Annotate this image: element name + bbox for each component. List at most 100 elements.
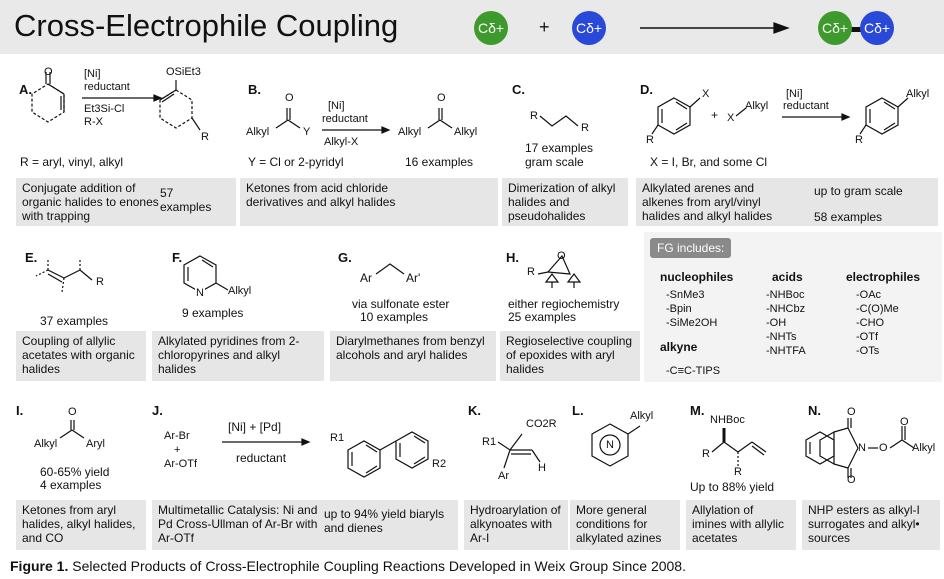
j-arrow-icon (222, 438, 311, 446)
e-caption-box: Coupling of allylic acetates with organi… (16, 331, 146, 381)
m-amine-icon (711, 428, 767, 466)
c-line1: 17 examples (525, 141, 594, 155)
c-r1: R (530, 110, 538, 122)
fg-nucleophiles-list: -SnMe3 -Bpin -SiMe2OH (666, 288, 717, 330)
fg-acid: -NHTs (766, 331, 797, 343)
panel-e-label: E. (25, 250, 38, 265)
fg-alkyne-head: alkyne (660, 340, 698, 354)
i-caption-box: Ketones from aryl halides, alkyl halides… (16, 500, 146, 550)
c-chain-icon (539, 115, 579, 127)
g-ar2: Ar' (406, 271, 421, 285)
fg-electrophile: -OTf (856, 331, 878, 343)
m-r2: R (734, 466, 742, 478)
i-ketone-icon (59, 420, 85, 439)
f-caption-box: Alkylated pyridines from 2-chloropyrines… (152, 331, 324, 381)
j-caption-box: Multimetallic Catalysis: Ni and Pd Cross… (152, 500, 458, 550)
g-caption-box: Diarylmethanes from benzyl alcohols and … (330, 331, 496, 381)
k-co2r: CO2R (526, 418, 557, 430)
d-x-alkyl: X (727, 112, 735, 124)
fg-electrophile: -OAc (856, 289, 882, 301)
d-reagent-ni: [Ni] (786, 88, 803, 100)
b-arrow-icon (322, 126, 391, 134)
l-alkyl: Alkyl (630, 410, 654, 422)
j-r2: R2 (432, 458, 447, 470)
e-r: R (96, 276, 104, 288)
fg-electrophiles-list: -OAc -C(O)Me -CHO -OTf -OTs (856, 288, 899, 358)
h-epoxide-icon (537, 254, 582, 288)
n-o2: O (847, 474, 856, 486)
d-caption: Alkylated arenes and alkenes from aryl/v… (642, 181, 773, 223)
a-caption-box: Conjugate addition of organic halides to… (16, 178, 236, 226)
b-caption-box: Ketones from acid chloride derivatives a… (240, 178, 498, 226)
a-reagent-reductant: reductant (84, 81, 130, 93)
j-reagent1: [Ni] + [Pd] (228, 420, 282, 434)
l-azine-icon (591, 423, 641, 467)
c-caption: Dimerization of alkyl halides and pseudo… (508, 181, 616, 223)
a-product-r: R (201, 131, 209, 143)
b-carbonyl-icon (275, 108, 301, 129)
f-alkyl: Alkyl (228, 285, 252, 297)
fg-electrophile: -C(O)Me (856, 303, 899, 315)
a-reagent-ni: [Ni] (84, 68, 101, 80)
h-line2: 25 examples (508, 310, 577, 324)
b-caption: Ketones from acid chloride derivatives a… (246, 181, 396, 209)
b-prod-oxygen: O (437, 92, 446, 104)
fg-nucleophiles-head: nucleophiles (660, 270, 734, 284)
fg-nucleophile: -Bpin (666, 303, 692, 315)
d-product-arene-icon (859, 97, 909, 135)
a-caption: Conjugate addition of organic halides to… (22, 181, 159, 223)
n-caption: NHP esters as alkyl-I surrogates and alk… (808, 503, 920, 545)
a-scope: R = aryl, vinyl, alkyl (20, 155, 124, 169)
panel-k-label: K. (468, 403, 481, 418)
figure-caption-bold: Figure 1. (10, 558, 69, 574)
n-nhp-ester-icon (805, 418, 915, 478)
n-n: N (858, 442, 866, 454)
h-r: R (527, 266, 535, 278)
electrophile-ball-blue: Cδ+ (572, 11, 606, 45)
g-caption: Diarylmethanes from benzyl alcohols and … (336, 334, 485, 362)
j-biaryl-icon (347, 431, 429, 478)
b-left-alkyl: Alkyl (246, 126, 270, 138)
l-caption: More general conditions for alkylated az… (576, 503, 662, 545)
panel-f-label: F. (172, 250, 183, 265)
c-line2: gram scale (525, 155, 584, 169)
k-alkene-icon (497, 433, 541, 469)
figure-caption-text: Selected Products of Cross-Electrophile … (68, 558, 686, 574)
fg-badge: FG includes: (650, 238, 732, 258)
panel-j-label: J. (152, 403, 163, 418)
n-o3: O (879, 442, 888, 454)
j-cap2: up to 94% yield biaryls and dienes (324, 507, 445, 535)
fg-nucleophile: -SiMe2OH (666, 317, 718, 329)
d-bond-icon (735, 107, 747, 117)
m-r1: R (702, 448, 710, 460)
n-caption-box: NHP esters as alkyl-I surrogates and alk… (802, 500, 940, 550)
f-n: N (195, 287, 205, 300)
electrophile-ball-green: Cδ+ (474, 11, 508, 45)
panel-d-label: D. (640, 82, 653, 97)
panel-b-label: B. (248, 82, 261, 97)
d-alkyl: Alkyl (745, 100, 769, 112)
b-reagent-ni: [Ni] (328, 100, 345, 112)
fg-alkyne: -C≡C-TIPS (666, 365, 721, 377)
f-count: 9 examples (182, 306, 244, 320)
d-cap2b: 58 examples (814, 210, 883, 224)
b-ketone-icon (427, 108, 453, 129)
l-caption-box: More general conditions for alkylated az… (570, 500, 680, 550)
d-caption-box: Alkylated arenes and alkenes from aryl/v… (636, 178, 938, 226)
n-alkyl: Alkyl (912, 442, 936, 454)
k-r1: R1 (482, 436, 497, 448)
b-oxygen: O (285, 92, 294, 104)
e-caption: Coupling of allylic acetates with organi… (22, 334, 135, 376)
product-ball-blue: Cδ+ (860, 11, 894, 45)
panel-a-label: A. (19, 82, 32, 97)
n-o4: O (900, 416, 909, 428)
fg-acid: -NHTFA (766, 345, 806, 357)
panel-g-label: G. (338, 250, 352, 265)
d-r: R (646, 134, 654, 146)
a-product-osiet3: OSiEt3 (166, 66, 201, 78)
i-alkyl: Alkyl (34, 438, 58, 450)
product-ball-green: Cδ+ (818, 11, 852, 45)
a-ketone-oxygen: O (44, 66, 53, 78)
fg-acid: -NHBoc (766, 289, 805, 301)
b-scope: Y = Cl or 2-pyridyl (248, 155, 344, 169)
